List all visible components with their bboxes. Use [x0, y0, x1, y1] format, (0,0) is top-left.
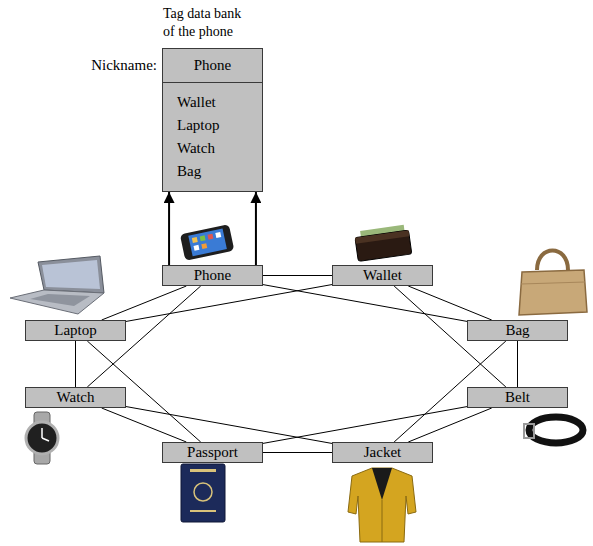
item-box: Wallet: [332, 265, 433, 286]
watch-face: [26, 422, 58, 454]
bank-heading: Tag data bank of the phone: [163, 5, 253, 41]
passport-emblem: [194, 483, 212, 501]
jacket-collar: [372, 468, 392, 500]
passport-cover: [181, 464, 225, 522]
phone-screen: [188, 228, 227, 256]
jacket-body: [348, 468, 416, 542]
wallet-fold: [355, 230, 409, 243]
link-line: [75, 341, 76, 387]
link-line: [126, 407, 332, 444]
link-line: [517, 341, 518, 387]
item-box: Passport: [162, 442, 263, 463]
bag-body: [519, 270, 587, 315]
link-line: [263, 407, 467, 444]
laptop-keys: [30, 294, 90, 306]
jacket-picture: [348, 468, 416, 542]
laptop-keyboard: [10, 290, 104, 314]
watch-hand: [41, 428, 43, 438]
link-line: [263, 285, 467, 322]
watch-hand: [42, 438, 49, 441]
tag-list: Wallet Laptop Watch Bag: [177, 91, 219, 183]
bag-seam: [521, 282, 585, 284]
link-line: [408, 408, 491, 442]
item-name: Bag: [505, 321, 529, 340]
item-name: Jacket: [364, 443, 401, 462]
tag-arrow: [255, 192, 257, 265]
jacket-seam: [382, 500, 383, 542]
item-box: Laptop: [25, 320, 126, 341]
item-name: Belt: [505, 388, 530, 407]
item-name: Watch: [57, 388, 95, 407]
laptop-display: [42, 260, 100, 289]
link-line: [102, 286, 187, 320]
passport-mark: [190, 510, 216, 512]
link-line: [408, 286, 491, 320]
tag-arrow: [168, 192, 170, 265]
bag-picture: [519, 251, 587, 316]
item-box: Bag: [467, 320, 568, 341]
passport-mark: [190, 469, 216, 472]
phone-icon: [215, 232, 221, 238]
phone-body: [180, 224, 235, 261]
phone-icon: [201, 243, 207, 249]
belt-buckle: [524, 424, 534, 438]
item-box: Phone: [162, 265, 263, 286]
bag-handle: [537, 251, 568, 271]
item-name: Phone: [194, 266, 232, 285]
item-name: Wallet: [363, 266, 402, 285]
link-line: [102, 408, 187, 442]
item-box: Jacket: [332, 442, 433, 463]
field-label: Nickname:: [91, 56, 157, 75]
item-name: Passport: [187, 443, 238, 462]
wallet-body: [355, 230, 412, 261]
belt-strap: [529, 417, 583, 443]
laptop-picture: [10, 256, 104, 314]
link-line: [263, 452, 332, 453]
link-line: [263, 275, 332, 276]
tag-data-bank: Tag data bank of the phonePhoneWallet La…: [162, 48, 263, 192]
phone-icon: [200, 235, 206, 241]
laptop-screen: [38, 256, 104, 293]
item-box: Watch: [25, 387, 126, 408]
phone-icon: [194, 245, 200, 251]
belt-picture: [524, 417, 583, 443]
wallet-picture: [354, 224, 412, 261]
phone-picture: [180, 224, 235, 261]
phone-icon: [208, 234, 214, 240]
item-name: Laptop: [54, 321, 97, 340]
phone-icon: [192, 237, 198, 243]
link-line: [126, 285, 332, 322]
nickname-cell: Phone: [163, 49, 262, 83]
item-box: Belt: [467, 387, 568, 408]
watch-picture: [26, 412, 58, 464]
passport-picture: [181, 464, 225, 522]
